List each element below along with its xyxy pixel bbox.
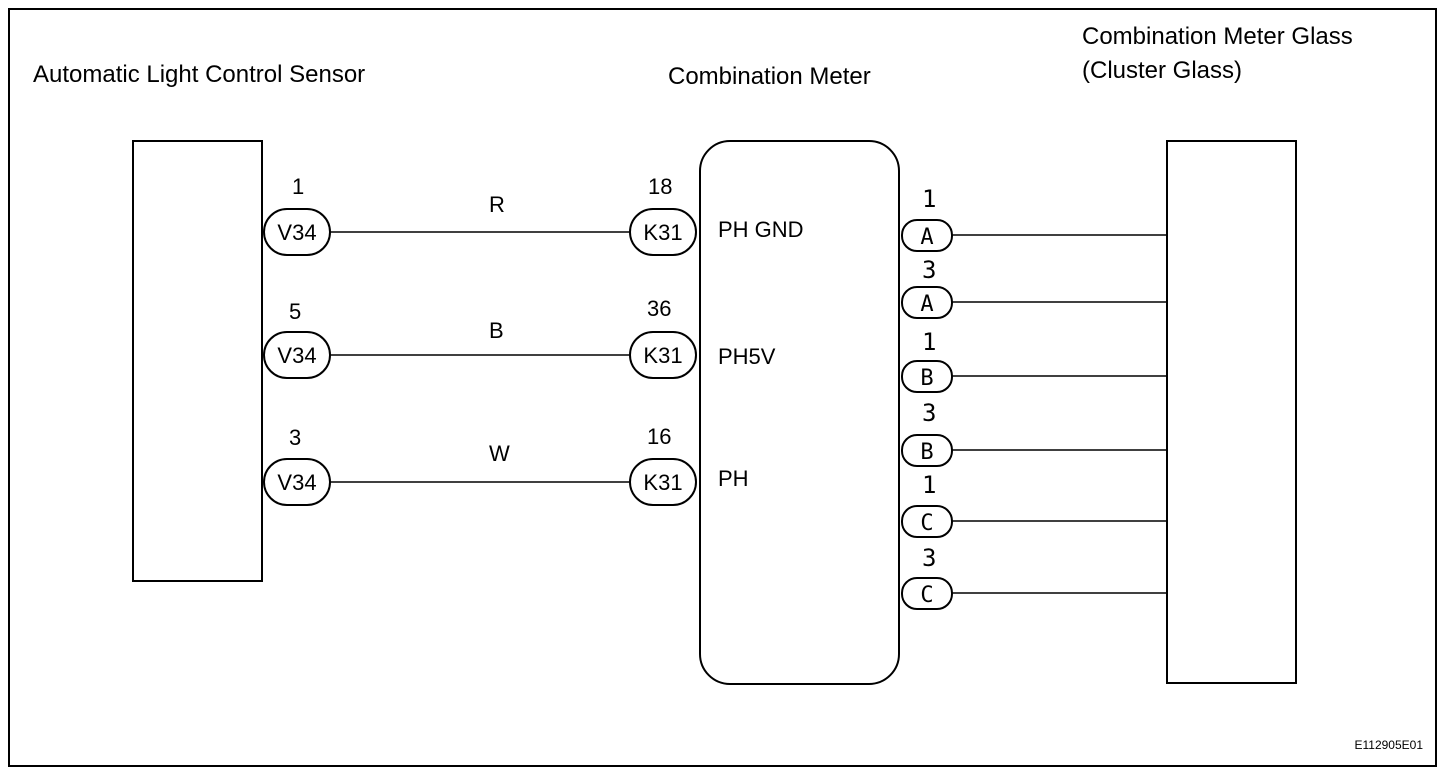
wire-color-label: R <box>489 192 505 217</box>
sensor-title: Automatic Light Control Sensor <box>33 61 365 88</box>
glass-connection: 1 B <box>901 328 1167 393</box>
diagram-frame <box>8 8 1437 767</box>
meter-connector-label: K31 <box>643 470 682 495</box>
glass-connection: 3 C <box>901 544 1167 610</box>
meter-box <box>699 140 900 685</box>
meter-signal-label: PH5V <box>718 344 776 369</box>
sensor-pin-number: 1 <box>292 174 304 199</box>
sensor-connector-label: V34 <box>277 343 316 368</box>
figure-code: E112905E01 <box>1354 738 1423 752</box>
meter-pin-number: 36 <box>647 296 671 321</box>
meter-connector-label: K31 <box>643 220 682 245</box>
meter-connector <box>629 331 697 379</box>
sensor-connector-label: V34 <box>277 220 316 245</box>
glass-connection: 3 A <box>901 256 1167 319</box>
sensor-meter-wires: 1 V34 R 18 K31 PH GND 5 V34 B 36 K31 PH5… <box>263 174 804 506</box>
meter-title: Combination Meter <box>668 63 871 90</box>
glass-connector-label: B <box>920 366 933 391</box>
glass-pin-number: 1 <box>922 185 936 213</box>
glass-pin-number: 3 <box>922 544 936 572</box>
glass-pin-number: 1 <box>922 471 936 499</box>
glass-connection: 3 B <box>901 399 1167 467</box>
glass-connector-label: B <box>920 440 933 465</box>
wire-row: 3 V34 W 16 K31 PH <box>263 424 749 506</box>
meter-signal-label: PH <box>718 466 749 491</box>
glass-connector-label: A <box>920 292 933 317</box>
sensor-box <box>132 140 263 582</box>
glass-connection: 1 C <box>901 471 1167 538</box>
glass-title-line1: Combination Meter Glass <box>1082 23 1353 50</box>
glass-pin-number: 1 <box>922 328 936 356</box>
meter-connector-label: K31 <box>643 343 682 368</box>
meter-pin-number: 18 <box>648 174 672 199</box>
wire-color-label: B <box>489 318 504 343</box>
glass-connector-label: C <box>920 511 933 536</box>
wire-row: 5 V34 B 36 K31 PH5V <box>263 296 776 379</box>
sensor-pin-number: 3 <box>289 425 301 450</box>
glass-title-line2: (Cluster Glass) <box>1082 57 1242 84</box>
glass-connector-label: A <box>920 225 933 250</box>
glass-connection: 1 A <box>901 185 1167 252</box>
wire-color-label: W <box>489 441 510 466</box>
glass-pin-number: 3 <box>922 256 936 284</box>
meter-connector <box>629 208 697 256</box>
meter-pin-number: 16 <box>647 424 671 449</box>
glass-box <box>1166 140 1297 684</box>
sensor-pin-number: 5 <box>289 299 301 324</box>
glass-connector-label: C <box>920 583 933 608</box>
sensor-connector-label: V34 <box>277 470 316 495</box>
meter-glass-connections: 1 A 3 A 1 B 3 B 1 C <box>901 185 1167 610</box>
meter-signal-label: PH GND <box>718 217 804 242</box>
glass-pin-number: 3 <box>922 399 936 427</box>
wire-row: 1 V34 R 18 K31 PH GND <box>263 174 804 256</box>
meter-connector <box>629 458 697 506</box>
